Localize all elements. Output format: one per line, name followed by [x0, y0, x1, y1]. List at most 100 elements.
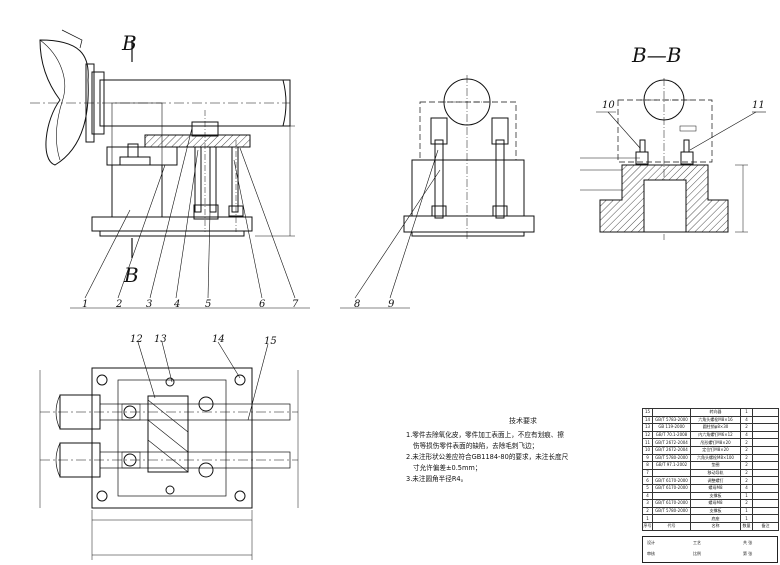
bom-cell: [652, 514, 691, 523]
tb-scale: 比例: [693, 551, 701, 556]
side-view: [340, 75, 535, 309]
bom-cell: [752, 483, 779, 493]
bom-cell: 名称: [690, 521, 741, 531]
bom-cell: 2: [740, 445, 753, 455]
bom-cell: 13: [642, 423, 653, 432]
bom-cell: 9: [642, 453, 653, 463]
balloon-10: 10: [602, 100, 615, 111]
bom-cell: 2: [740, 423, 753, 432]
bom-cell: 转向器: [690, 408, 741, 417]
bom-cell: 移动导轨: [690, 468, 741, 478]
bom-cell: 11: [642, 438, 653, 447]
top-view: [39, 341, 299, 560]
bom-cell: 1: [642, 514, 653, 523]
bom-cell: 2: [740, 499, 753, 508]
bom-cell: [652, 408, 691, 417]
bom-cell: 螺母M8: [690, 483, 741, 493]
tb-sheets: 共 张: [743, 540, 753, 545]
bom-cell: 2: [740, 468, 753, 478]
balloon-6: 6: [259, 299, 266, 310]
bom-cell: 1: [740, 408, 753, 417]
balloon-8: 8: [354, 299, 360, 310]
bom-cell: 支撑板: [690, 506, 741, 516]
tech-line: 3.未注圆角半径R4。: [406, 475, 468, 483]
balloon-1: 1: [82, 299, 88, 310]
bom-cell: 7: [642, 468, 653, 478]
bom-cell: GB/T 2672-2004: [652, 438, 691, 447]
balloon-5: 5: [205, 299, 211, 310]
bom-cell: 6: [642, 476, 653, 485]
bom-cell: 底座: [690, 514, 741, 523]
tech-line: 2.未注形状公差应符合GB1184-80的要求，未注长度尺: [406, 453, 569, 461]
bom-cell: [752, 408, 779, 417]
bom-cell: 支撑板: [690, 491, 741, 501]
balloon-7: 7: [292, 299, 299, 310]
bom-cell: GB/T 70.1-2008: [652, 430, 691, 440]
section-view-bb: [580, 78, 766, 240]
balloon-12: 12: [130, 334, 143, 345]
bom-cell: 2: [740, 453, 753, 463]
balloon-4: 4: [173, 299, 180, 310]
balloon-9: 9: [388, 299, 395, 310]
tb-design: 设计: [647, 540, 655, 545]
balloon-13: 13: [154, 334, 167, 345]
bom-cell: 备注: [752, 521, 779, 531]
bom-cell: GB/T 5783-2000: [652, 415, 691, 425]
bom-cell: 2: [740, 438, 753, 447]
bom-cell: 14: [642, 415, 653, 425]
tech-requirements-title: 技术要求: [509, 417, 537, 425]
bom-cell: [752, 499, 779, 508]
bom-cell: 六角头螺栓M8×100: [690, 453, 741, 463]
bom-cell: 2: [642, 506, 653, 516]
bom-cell: [752, 468, 779, 478]
section-marker-top: B: [121, 31, 137, 55]
bom-cell: 5: [642, 483, 653, 493]
bom-cell: [752, 476, 779, 485]
bom-header-row: 序号代号名称数量备注: [642, 521, 779, 531]
bom-cell: 3: [642, 499, 653, 508]
bom-cell: 调整螺钉: [690, 476, 741, 485]
bom-cell: 定位钉M8×20: [690, 445, 741, 455]
bom-cell: GB 119-2000: [652, 423, 691, 432]
bom-cell: 六角头螺栓M8×16: [690, 415, 741, 425]
bom-cell: 15: [642, 408, 653, 417]
bom-cell: 螺母M8: [690, 499, 741, 508]
balloon-2: 2: [115, 299, 122, 310]
bom-cell: GB/T 5780-2000: [652, 453, 691, 463]
tech-line: 1.零件去除氧化皮，零件加工表面上，不应有划痕、擦: [406, 431, 564, 439]
bom-cell: [752, 430, 779, 440]
title-block: 设计 审核 工艺 比例 共 张 第 张: [642, 536, 778, 563]
bom-cell: 4: [740, 430, 753, 440]
balloon-14: 14: [212, 334, 225, 345]
bom-cell: GB/T 97.1-2002: [652, 461, 691, 470]
section-view-title: B—B: [631, 43, 681, 67]
tb-process: 工艺: [693, 540, 701, 545]
bom-cell: [752, 445, 779, 455]
balloon-11: 11: [752, 100, 765, 111]
bom-cell: 8: [642, 461, 653, 470]
bom-cell: [752, 506, 779, 516]
bom-cell: 1: [740, 514, 753, 523]
bom-cell: GB/T 6170-2000: [652, 499, 691, 508]
bom-cell: 1: [740, 491, 753, 501]
bom-cell: 代号: [652, 521, 691, 531]
bom-cell: GB/T 2672-2004: [652, 445, 691, 455]
balloon-3: 3: [146, 299, 152, 310]
bom-cell: 吊形螺钉M8×20: [690, 438, 741, 447]
